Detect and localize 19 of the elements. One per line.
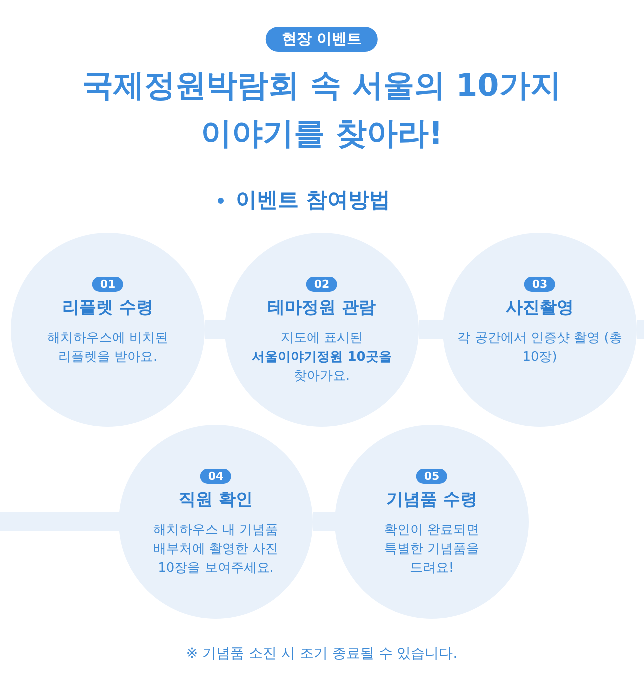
step-number-badge: 02 — [306, 277, 338, 292]
step-heading: 기념품 수령 — [386, 489, 478, 511]
step-number-badge: 04 — [200, 469, 232, 484]
step-description: 해치하우스 내 기념품 배부처에 촬영한 사진 10장을 보여주세요. — [152, 522, 280, 578]
step-number-badge: 03 — [524, 277, 556, 292]
step-description: 각 공간에서 인증샷 촬영 (총 10장) — [456, 330, 624, 367]
step-number-badge: 01 — [92, 277, 124, 292]
step-description: 지도에 표시된 서울이야기정원 10곳을 찾아가요. — [251, 330, 393, 386]
step-description: 확인이 완료되면 특별한 기념품을 드려요! — [383, 522, 481, 578]
step-heading: 사진촬영 — [505, 297, 575, 319]
event-badge: 현장 이벤트 — [266, 27, 378, 52]
section-heading: 이벤트 참여방법 — [236, 187, 390, 214]
step-description: 해치하우스에 비치된 리플렛을 받아요. — [46, 330, 170, 367]
title: 국제정원박람회 속 서울의 10가지 이야기를 찾아라! — [82, 67, 562, 154]
step-heading: 테마정원 관람 — [267, 297, 377, 319]
footnote: ※ 기념품 소진 시 조기 종료될 수 있습니다. — [185, 645, 459, 663]
step-heading: 리플렛 수령 — [62, 297, 154, 319]
step-heading: 직원 확인 — [178, 489, 254, 511]
step-number-badge: 05 — [416, 469, 448, 484]
